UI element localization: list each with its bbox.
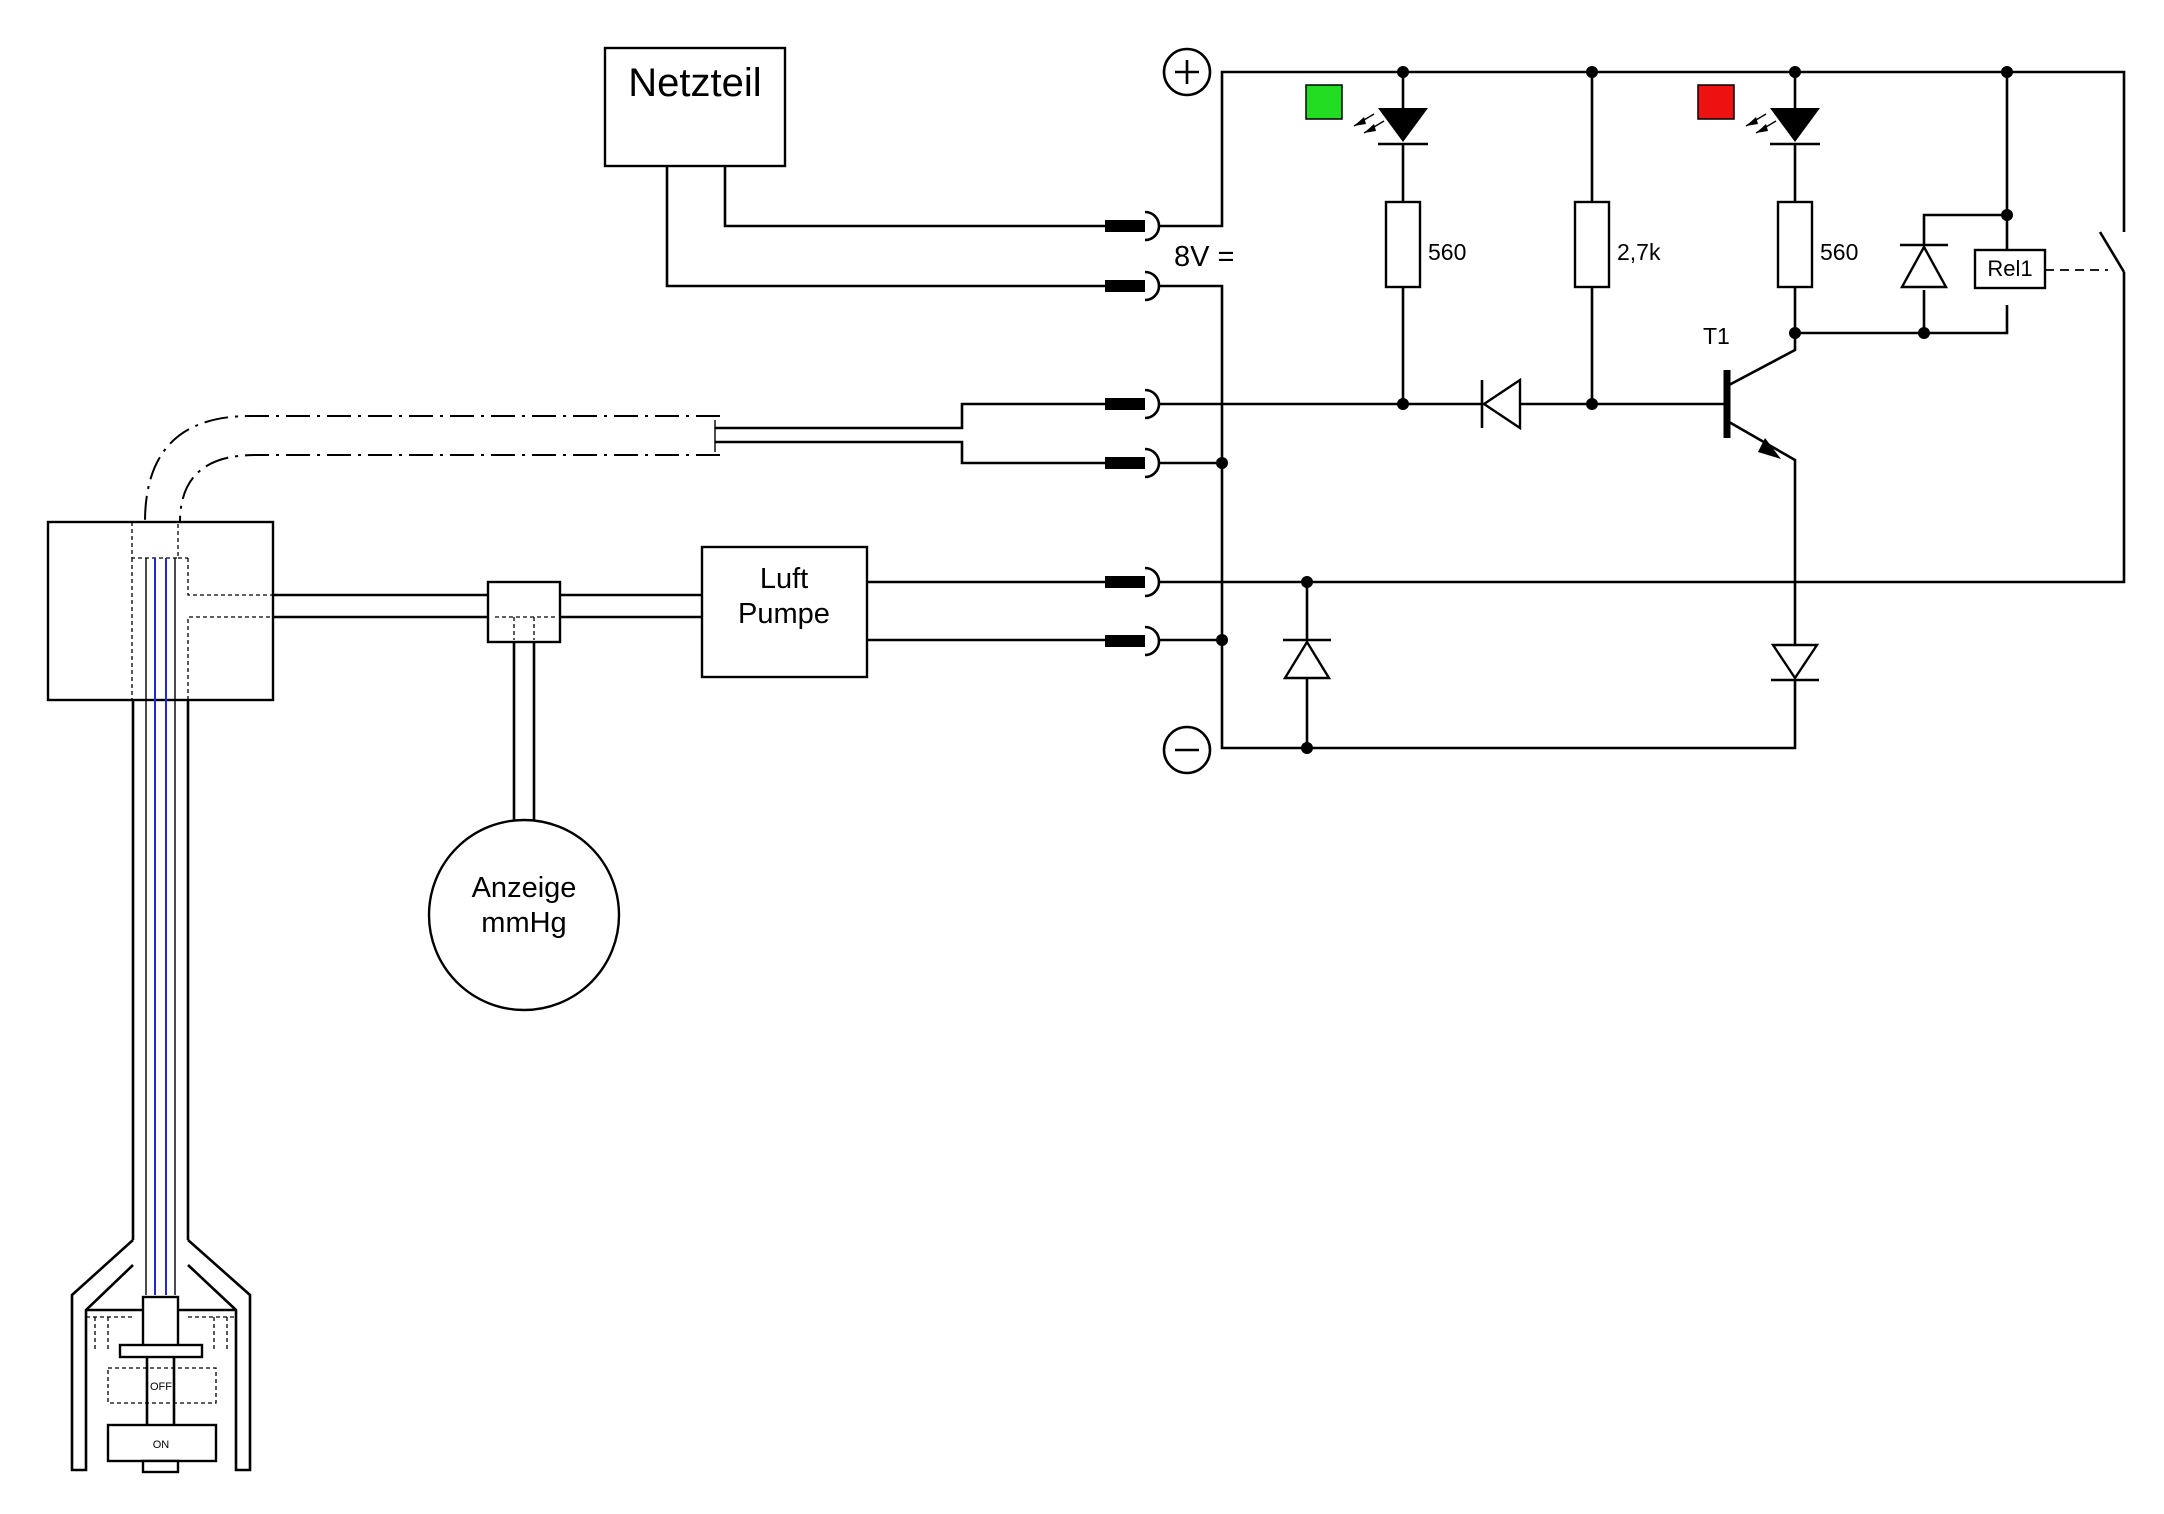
switch-off-position: [107, 1367, 217, 1404]
green-led-indicator: [1305, 84, 1343, 120]
sensor-cable-outer: [144, 415, 720, 523]
resistor-r3-label: 560: [1820, 239, 1858, 265]
resistor-r1-label: 560: [1428, 239, 1466, 265]
plug-3: [1105, 388, 1161, 420]
resistor-r1: 560: [1384, 200, 1466, 289]
negative-bus: [1160, 284, 1224, 640]
pump-box: [700, 545, 869, 679]
minus-terminal: [1162, 725, 1212, 775]
gauge-label-line2: mmHg: [481, 907, 566, 939]
switch-on-label: ON: [153, 1439, 170, 1451]
emitter-diode: [1770, 643, 1820, 682]
transistor-t1: T1: [1703, 323, 1797, 468]
plus-terminal: [1162, 47, 1212, 97]
pump-label-line2: Pumpe: [738, 598, 830, 630]
connector-plugs: [1105, 210, 1161, 657]
light-arrows-icon: [1353, 113, 1385, 134]
sensor-cable-inner: [179, 454, 720, 523]
positive-rail: [1160, 70, 2126, 232]
supply-voltage-label: 8V =: [1174, 241, 1234, 273]
resistor-r2: 2,7k: [1573, 200, 1661, 289]
sensor-wire-b: [715, 440, 1105, 465]
pump-label-line1: Luft: [760, 563, 808, 595]
plug-2: [1105, 270, 1161, 302]
flyback-diode: [1899, 243, 1949, 289]
supply-wire-negative: [665, 166, 1105, 288]
gauge-circle: [427, 818, 621, 1012]
supply-wire-positive: [723, 166, 1105, 228]
tube-t-connector: [486, 580, 562, 644]
junction-dots: [1216, 66, 2013, 754]
sensor-cable: [144, 402, 1105, 523]
relay-switch-contact: [2098, 231, 2126, 273]
resistor-r2-label: 2,7k: [1617, 239, 1661, 265]
relay-rel1: Rel1: [1973, 231, 2126, 290]
light-arrows-icon: [1745, 113, 1777, 134]
switch-on-position: [106, 1423, 218, 1463]
power-supply-label: Netzteil: [628, 61, 761, 105]
pump-protection-diode: [1282, 638, 1332, 680]
relay-label: Rel1: [1987, 256, 2032, 281]
sensor-wire-a: [715, 402, 1105, 430]
red-led-indicator: [1697, 84, 1735, 120]
red-led: [1697, 84, 1820, 146]
pump-supply-line: [1160, 272, 2126, 584]
resistor-r3: 560: [1776, 200, 1858, 289]
pressure-gauge: Anzeige mmHg: [427, 818, 621, 1012]
plug-6: [1105, 625, 1161, 657]
power-supply-box: [603, 46, 787, 168]
series-diode: [1480, 377, 1522, 431]
plug-1: [1105, 210, 1161, 242]
power-supply: Netzteil: [603, 46, 1105, 288]
gauge-label-line1: Anzeige: [472, 872, 577, 904]
plug-4: [1105, 447, 1161, 479]
emitter-arrow-icon: [1758, 438, 1781, 459]
collector-to-relay: [1795, 305, 2009, 335]
sensor-housing: [46, 520, 275, 1295]
flyback-top-wire: [1922, 213, 2007, 245]
air-pump: Luft Pumpe: [700, 545, 1105, 679]
probe-switch-assembly: OFF ON: [70, 1239, 252, 1474]
green-led: [1305, 84, 1428, 146]
negative-rail: [1220, 640, 1797, 750]
air-tubing: [272, 580, 702, 820]
switch-off-label: OFF: [150, 1381, 172, 1393]
plug-5: [1105, 566, 1161, 598]
housing-box: [46, 520, 275, 702]
transistor-label: T1: [1703, 323, 1730, 349]
